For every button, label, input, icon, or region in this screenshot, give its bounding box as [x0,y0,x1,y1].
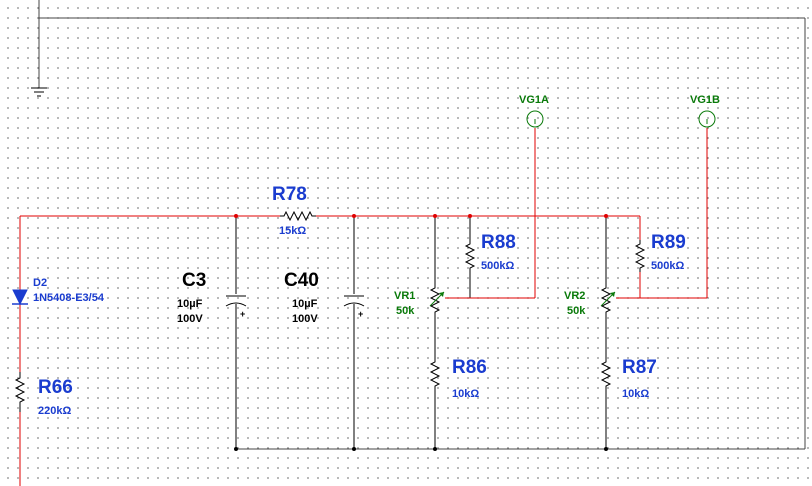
probe-vg1b[interactable]: VG1B [690,94,720,128]
c3-ref: C3 [182,270,206,291]
probe-icon [698,110,716,128]
r89-value: 500kΩ [651,260,684,272]
d2-value: 1N5408-E3/54 [33,292,105,304]
vg1a-ref: VG1A [519,94,549,106]
r89-ref: R89 [651,232,686,253]
supply-rail [19,215,640,486]
vr1-value: 50k [396,305,415,317]
r66-ref: R66 [38,377,73,398]
ground-net [38,0,806,450]
r87-value: 10kΩ [622,388,649,400]
r88-ref: R88 [481,232,516,253]
probe-vg1a[interactable]: VG1A [519,94,549,128]
potentiometer-icon [429,284,441,316]
c3-polarity: + [240,309,245,319]
ground-symbol [31,87,47,97]
c40-value: 10µF [292,298,318,310]
pot1-branch [434,128,536,449]
capacitor-branches [235,216,355,449]
diode-d2[interactable]: D2 1N5408-E3/54 [12,277,105,306]
diode-icon [12,289,28,306]
potentiometer-icon [600,284,612,316]
r87-ref: R87 [622,357,657,378]
resistor-r86[interactable]: R86 10kΩ [429,357,487,400]
c40-ref: C40 [284,270,319,291]
potentiometer-vr2[interactable]: VR2 50k [564,284,616,317]
r86-ref: R86 [452,357,487,378]
pot2-branch [605,128,708,449]
c40-voltage: 100V [292,313,318,325]
vr1-ref: VR1 [394,290,415,302]
resistor-r78[interactable]: R78 15kΩ [272,184,316,237]
resistor-r66[interactable]: R66 220kΩ [14,372,73,417]
r66-value: 220kΩ [38,405,71,417]
vr2-value: 50k [567,305,586,317]
potentiometer-vr1[interactable]: VR1 50k [394,284,445,317]
c3-value: 10µF [177,298,203,310]
r78-ref: R78 [272,184,307,205]
vr2-ref: VR2 [564,290,585,302]
vg1b-ref: VG1B [690,94,720,106]
junction-dots [234,214,608,451]
r88-value: 500kΩ [481,260,514,272]
resistor-r87[interactable]: R87 10kΩ [600,357,657,400]
resistor-r89[interactable]: R89 500kΩ [634,232,686,272]
resistor-r88[interactable]: R88 500kΩ [464,232,516,272]
capacitor-c40[interactable]: + C40 10µF 100V [284,270,365,325]
probe-icon [526,110,544,128]
r86-value: 10kΩ [452,388,479,400]
capacitor-c3[interactable]: + C3 10µF 100V [177,270,247,325]
c40-polarity: + [358,309,363,319]
d2-ref: D2 [33,277,47,289]
r78-value: 15kΩ [279,225,306,237]
c3-voltage: 100V [177,313,203,325]
